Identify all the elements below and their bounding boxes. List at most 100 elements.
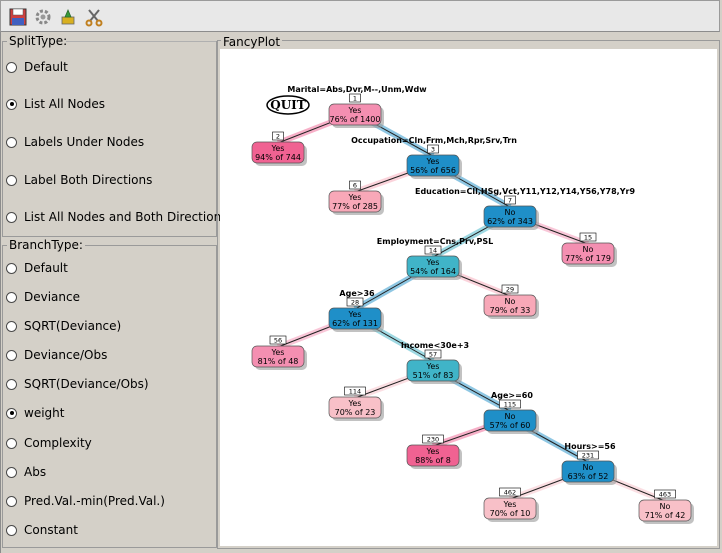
branch-option-sqrt-deviance[interactable]: SQRT(Deviance) <box>6 317 121 335</box>
node-stat: 56% of 656 <box>410 166 456 175</box>
fancy-plot-panel <box>217 40 720 549</box>
radio-selected-icon[interactable] <box>6 98 17 110</box>
node-box <box>406 255 460 278</box>
node-id: 56 <box>274 337 282 345</box>
node-class: Yes <box>426 258 440 267</box>
node-class: Yes <box>271 144 285 153</box>
branch-option-label: weight <box>24 406 65 420</box>
node-stat: 63% of 52 <box>568 472 609 481</box>
toolbar <box>0 0 720 32</box>
node-box <box>328 307 382 330</box>
branch-option-deviance-obs[interactable]: Deviance/Obs <box>6 346 107 364</box>
node-id-box <box>424 245 442 255</box>
node-id-box <box>424 349 442 359</box>
node-split-label: Education=Cll,HSg,Vct,Y11,Y12,Y14,Y56,Y7… <box>415 187 635 196</box>
node-split-label: Hours>=56 <box>564 442 616 451</box>
node-stat: 54% of 164 <box>410 267 456 276</box>
save-icon[interactable] <box>8 7 28 27</box>
branch-option-complexity[interactable]: Complexity <box>6 434 92 452</box>
branch-type-title: BranchType: <box>7 237 85 253</box>
gear-icon[interactable] <box>33 7 53 27</box>
radio-icon[interactable] <box>6 495 17 507</box>
branch-option-default[interactable]: Default <box>6 259 68 277</box>
radio-icon[interactable] <box>6 61 17 73</box>
branch-option-sqrt-deviance-obs[interactable]: SQRT(Deviance/Obs) <box>6 375 149 393</box>
node-box <box>328 396 382 419</box>
node-stat: 57% of 60 <box>490 421 531 430</box>
node-class: No <box>583 245 594 254</box>
node-stat: 81% of 48 <box>258 357 299 366</box>
node-class: Yes <box>426 447 440 456</box>
radio-icon[interactable] <box>6 437 17 449</box>
split-option-default[interactable]: Default <box>6 58 68 76</box>
radio-icon[interactable] <box>6 524 17 536</box>
node-class: No <box>660 502 671 511</box>
node-box <box>638 499 692 522</box>
node-box <box>406 444 460 467</box>
node-split-label: Employment=Cns,Prv,PSL <box>377 237 493 246</box>
node-id-box <box>272 131 284 141</box>
radio-icon[interactable] <box>6 466 17 478</box>
branch-option-deviance[interactable]: Deviance <box>6 288 80 306</box>
radio-icon[interactable] <box>6 174 17 186</box>
branch-option-pred-val[interactable]: Pred.Val.-min(Pred.Val.) <box>6 492 165 510</box>
branch-option-label: SQRT(Deviance/Obs) <box>24 377 149 391</box>
radio-icon[interactable] <box>6 136 17 148</box>
node-class: No <box>583 463 594 472</box>
branch-option-label: Abs <box>24 465 47 479</box>
node-box <box>561 242 615 265</box>
node-class: Yes <box>503 500 517 509</box>
node-class: No <box>505 297 516 306</box>
node-id-box <box>346 297 364 307</box>
radio-icon[interactable] <box>6 262 17 274</box>
radio-icon[interactable] <box>6 320 17 332</box>
node-split-label: Occupation=Cln,Frm,Mch,Rpr,Srv,Trn <box>351 136 517 145</box>
branch-option-label: Deviance/Obs <box>24 348 108 362</box>
node-id: 463 <box>659 491 671 499</box>
radio-selected-icon[interactable] <box>6 407 17 419</box>
branch-option-constant[interactable]: Constant <box>6 521 78 539</box>
split-option-labels-under-nodes[interactable]: Labels Under Nodes <box>6 133 144 151</box>
branch-option-weight[interactable]: weight <box>6 404 64 422</box>
node-box <box>483 205 537 228</box>
radio-icon[interactable] <box>6 349 17 361</box>
radio-icon[interactable] <box>6 291 17 303</box>
split-option-list-all-both[interactable]: List All Nodes and Both Directions <box>6 208 227 226</box>
split-option-label-both-directions[interactable]: Label Both Directions <box>6 171 152 189</box>
node-id: 230 <box>427 436 439 444</box>
node-id: 7 <box>508 197 512 205</box>
quit-label: QUIT <box>270 98 306 112</box>
node-id-box <box>579 232 597 242</box>
branch-option-label: SQRT(Deviance) <box>24 319 122 333</box>
quit-button[interactable]: QUIT <box>266 95 310 115</box>
node-stat: 76% of 1400 <box>330 115 381 124</box>
radio-icon[interactable] <box>6 378 17 390</box>
scissors-icon[interactable] <box>84 7 104 27</box>
node-stat: 51% of 83 <box>413 371 454 380</box>
split-option-list-all-nodes[interactable]: List All Nodes <box>6 95 105 113</box>
node-id: 231 <box>582 452 594 460</box>
node-stat: 71% of 42 <box>645 511 686 520</box>
node-id-box <box>344 386 366 396</box>
node-class: Yes <box>348 106 362 115</box>
paint-bucket-icon[interactable] <box>58 7 78 27</box>
branch-option-abs[interactable]: Abs <box>6 463 46 481</box>
node-split-label: Age>=60 <box>491 391 533 400</box>
node-class: Yes <box>348 399 362 408</box>
node-id-box <box>504 195 516 205</box>
node-id-box <box>501 284 519 294</box>
node-box <box>406 154 460 177</box>
radio-icon[interactable] <box>6 211 17 223</box>
